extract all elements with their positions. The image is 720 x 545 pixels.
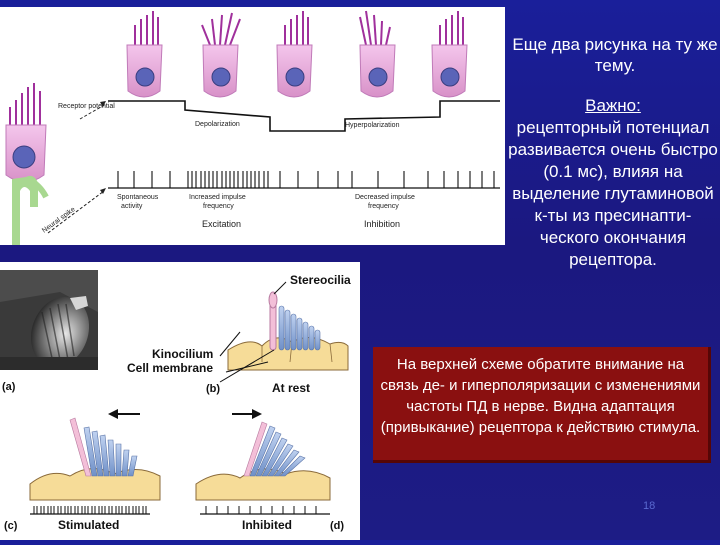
receptor-potential-label: Receptor potential	[58, 103, 115, 110]
hair-cell-3	[276, 11, 313, 98]
panel-a-label: (a)	[2, 381, 16, 393]
stereocilia-figure: (a) Stereocilia Kinocilium Cell membrane…	[0, 262, 360, 540]
decreased-frequency-label-1: Decreased impulse	[355, 194, 415, 201]
hair-bundle-inhibited	[195, 421, 331, 501]
important-body: рецепторный потенциал развивается очень …	[508, 118, 718, 269]
panel-c-label: (c)	[4, 520, 18, 532]
stimulated-spike-train	[33, 506, 147, 514]
stimulated-label: Stimulated	[58, 518, 119, 532]
depolarization-label: Depolarization	[195, 121, 240, 128]
stereocilia-diagram: (a) Stereocilia Kinocilium Cell membrane…	[0, 270, 351, 532]
hair-cell-potential-diagram: Receptor potential Depolarization Hyperp…	[5, 10, 500, 245]
hair-cell-2	[201, 12, 241, 98]
hair-cell-1	[126, 11, 163, 98]
inhibited-label: Inhibited	[242, 518, 292, 532]
electron-micrograph	[0, 270, 98, 370]
panel-d-label: (d)	[330, 520, 344, 532]
increased-frequency-label-1: Increased impulse	[189, 194, 246, 201]
hair-cell-left	[5, 83, 49, 245]
neural-spike-train	[117, 171, 495, 188]
spontaneous-label-2: activity	[121, 203, 143, 210]
increased-frequency-label-2: frequency	[203, 203, 234, 210]
hair-cell-4	[359, 10, 396, 98]
hyperpolarization-label: Hyperpolarization	[345, 122, 400, 129]
hair-cell-potential-figure: Receptor potential Depolarization Hyperp…	[0, 7, 505, 245]
hair-bundle-stimulated	[29, 417, 161, 501]
inhibited-spike-train	[205, 506, 317, 514]
important-label: Важно:	[585, 96, 641, 115]
at-rest-label: At rest	[272, 381, 310, 395]
hair-cell-5	[431, 11, 468, 98]
important-note: Важно: рецепторный потенциал развивается…	[508, 95, 718, 271]
spontaneous-label-1: Spontaneous	[117, 194, 159, 201]
neural-spike-label: Neural spike	[41, 206, 77, 235]
inhibition-label: Inhibition	[364, 219, 400, 229]
kinocilium-label: Kinocilium	[152, 347, 213, 361]
receptor-potential-trace	[108, 100, 500, 132]
note-box: На верхней схеме обратите внимание на св…	[373, 347, 711, 463]
slide-number: 18	[643, 500, 656, 512]
stereocilia-label: Stereocilia	[290, 273, 351, 287]
hair-bundle-at-rest	[227, 291, 349, 371]
decreased-frequency-label-2: frequency	[368, 203, 399, 210]
cell-membrane-label: Cell membrane	[127, 361, 213, 375]
panel-b-label: (b)	[206, 383, 220, 395]
excitation-label: Excitation	[202, 219, 241, 229]
slide-heading: Еще два рисунка на ту же тему.	[512, 35, 718, 75]
